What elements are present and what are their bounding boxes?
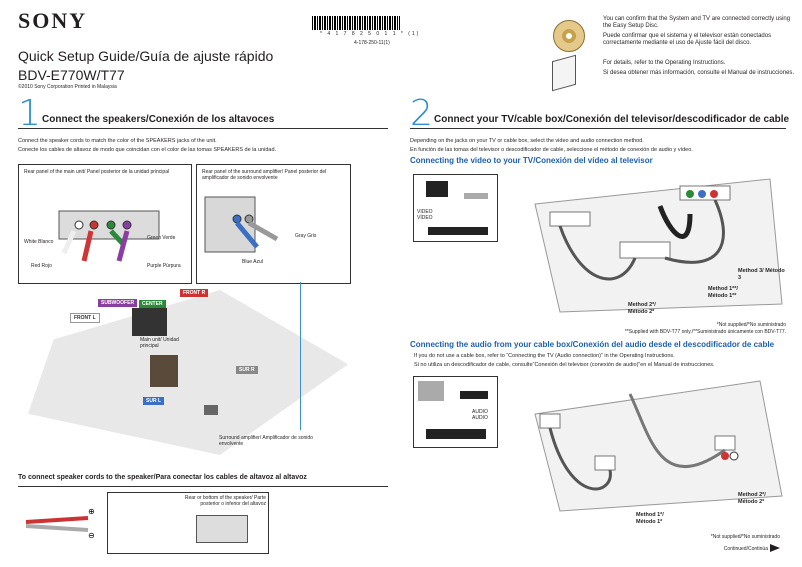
white-label: White Blanco bbox=[24, 239, 54, 245]
step1-number: 1 bbox=[18, 93, 41, 134]
connector-line bbox=[300, 282, 301, 430]
surround-amp-jacks-illustration bbox=[204, 196, 279, 253]
part-number: 4-178-250-11(1) bbox=[354, 40, 390, 46]
subwoofer-tag: SUBWOOFER bbox=[98, 299, 138, 307]
main-unit-label: Main unit/ Unidad principal bbox=[140, 337, 179, 349]
center-tag: CENTER bbox=[139, 300, 166, 308]
svg-text:⊕: ⊕ bbox=[88, 507, 95, 516]
step2-intro-en: Depending on the jacks on your TV or cab… bbox=[410, 138, 644, 144]
cable-box-icon-audio bbox=[460, 391, 488, 399]
method2-video-label: Method 2*/ Método 2* bbox=[628, 302, 656, 315]
continued-label: Continued/Continúa bbox=[723, 546, 768, 552]
speaker-cord-illustration: ⊕ ⊖ bbox=[25, 507, 95, 540]
surround-amp-label: Surround amplifier/ Amplificador de soni… bbox=[219, 435, 313, 447]
not-supplied-note-1: *Not supplied/*No suministrado bbox=[716, 322, 786, 328]
video-tag: VIDEO VÍDEO bbox=[417, 209, 433, 221]
cable-box-icon bbox=[464, 193, 488, 199]
audio-heading: Connecting the audio from your cable box… bbox=[410, 340, 775, 349]
front-l-tag: FRONT L bbox=[70, 313, 100, 323]
main-unit-icon bbox=[428, 227, 488, 235]
easy-setup-note-en: You can confirm that the System and TV a… bbox=[603, 16, 791, 29]
video-heading: Connecting the video to your TV/Conexión… bbox=[410, 156, 653, 165]
speaker-terminal-panel: Rear or bottom of the speaker/ Parte pos… bbox=[107, 492, 269, 554]
method2-audio-label: Method 2*/ Método 2* bbox=[738, 492, 766, 505]
surround-amp-illustration bbox=[204, 405, 218, 415]
surround-panel-label: Rear panel of the surround amplifier/ Pa… bbox=[202, 169, 327, 181]
audio-connection-diagram bbox=[534, 380, 783, 512]
main-unit-icon-audio bbox=[426, 429, 486, 439]
manual-icon bbox=[552, 54, 576, 92]
tv-illustration bbox=[132, 308, 167, 336]
step2-rule bbox=[410, 128, 786, 129]
not-supplied-note-2: *Not supplied/*No suministrado bbox=[710, 534, 780, 540]
disc-icon bbox=[553, 20, 585, 52]
step2-number: 2 bbox=[410, 93, 433, 134]
method1-audio-label: Method 1*/ Método 1* bbox=[636, 512, 664, 525]
cord-rule bbox=[18, 486, 388, 487]
video-connection-diagram bbox=[534, 178, 783, 313]
red-label: Red Rojo bbox=[31, 263, 52, 269]
green-label: Green Verde bbox=[147, 235, 176, 241]
gray-label: Gray Gris bbox=[295, 233, 317, 239]
step2-heading: Connect your TV/cable box/Conexión del t… bbox=[434, 114, 790, 125]
supplied-note: **Supplied with BDV-T77 only./**Suminist… bbox=[624, 329, 786, 335]
svg-text:⊖: ⊖ bbox=[88, 531, 95, 540]
guide-title: Quick Setup Guide/Guía de ajuste rápido bbox=[18, 48, 274, 64]
sur-l-tag: SUR L bbox=[143, 397, 164, 405]
arrow-right-icon bbox=[770, 544, 780, 552]
step1-intro-es: Conecte los cables de altavoz de modo qu… bbox=[18, 147, 277, 153]
main-unit-rear-panel: Rear panel of the main unit/ Panel poste… bbox=[18, 164, 192, 284]
cord-heading: To connect speaker cords to the speaker/… bbox=[18, 474, 307, 481]
main-unit-jacks-illustration bbox=[58, 210, 160, 262]
terminal-illustration bbox=[196, 515, 248, 543]
front-r-tag: FRONT R bbox=[180, 289, 209, 297]
main-panel-label: Rear panel of the main unit/ Panel poste… bbox=[24, 169, 170, 175]
audio-tag: AUDIO AUDIO bbox=[472, 409, 488, 421]
cord-label: Rear or bottom of the speaker/ Parte pos… bbox=[184, 495, 266, 507]
brand-logo: SONY bbox=[18, 8, 88, 33]
method3-label: Method 3/ Método 3 bbox=[738, 268, 785, 281]
step2-intro-es: En función de las tomas del televisor o … bbox=[410, 147, 693, 153]
barcode-image bbox=[312, 16, 400, 30]
tv-icon bbox=[426, 181, 448, 197]
sofa-illustration bbox=[150, 355, 178, 387]
purple-label: Purple Púrpura bbox=[147, 263, 181, 269]
step1-heading: Connect the speakers/Conexión de los alt… bbox=[42, 114, 275, 125]
model-number: BDV-E770W/T77 bbox=[18, 67, 125, 83]
method1-video-label: Method 1**/ Método 1** bbox=[708, 286, 738, 299]
surround-amp-rear-panel: Rear panel of the surround amplifier/ Pa… bbox=[196, 164, 351, 284]
audio-source-panel: AUDIO AUDIO bbox=[413, 376, 498, 448]
blue-label: Blue Azul bbox=[242, 259, 263, 265]
details-note-es: Si desea obtener más información, consul… bbox=[603, 70, 795, 76]
video-source-panel: VIDEO VÍDEO bbox=[413, 174, 498, 242]
details-note-en: For details, refer to the Operating Inst… bbox=[603, 60, 726, 66]
audio-intro-es: Si no utiliza un descodificador de cable… bbox=[414, 362, 715, 368]
tv-icon-audio bbox=[418, 381, 444, 401]
step1-intro-en: Connect the speaker cords to match the c… bbox=[18, 138, 217, 144]
copyright: ©2010 Sony Corporation Printed in Malays… bbox=[18, 84, 117, 90]
sur-r-tag: SUR R bbox=[236, 366, 258, 374]
step1-rule bbox=[18, 128, 388, 129]
audio-intro-en: If you do not use a cable box, refer to … bbox=[414, 353, 675, 359]
easy-setup-note-es: Puede confirmar que el sistema y el tele… bbox=[603, 33, 772, 46]
barcode-number: * 4 1 7 8 2 5 0 1 1 * (1) bbox=[320, 31, 421, 37]
